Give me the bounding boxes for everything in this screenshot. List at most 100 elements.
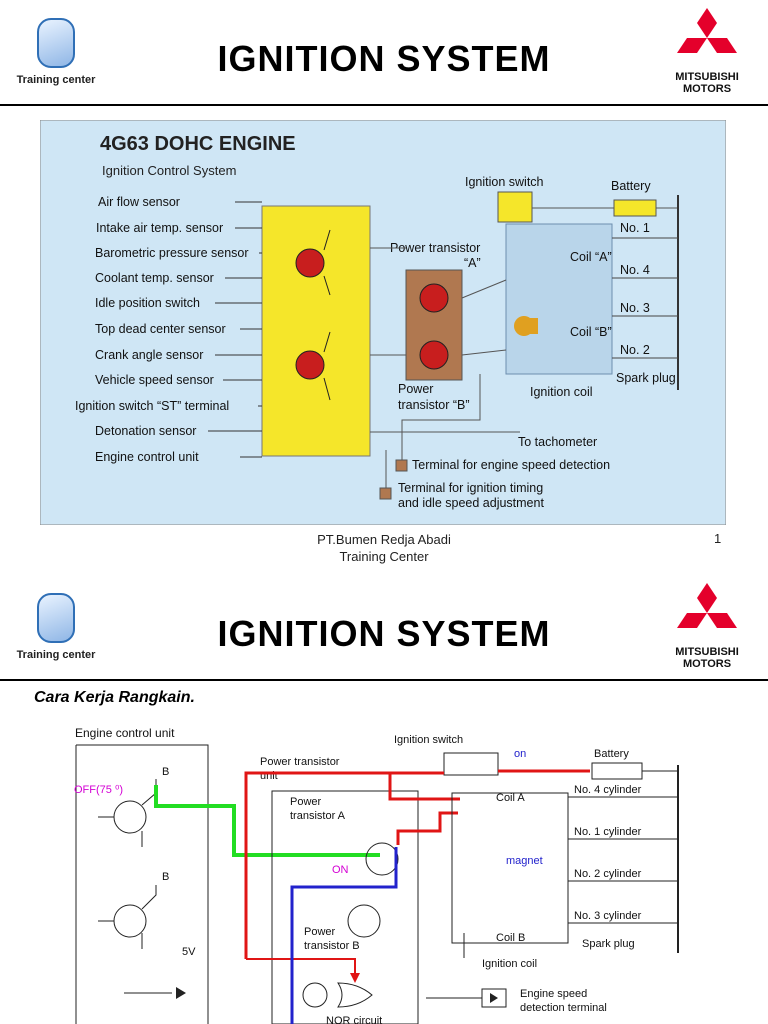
brand-line-2: MOTORS <box>682 83 732 95</box>
ecu-box <box>76 744 209 1024</box>
logo-caption: Training center <box>16 74 96 86</box>
spark-plug-label: Spark plug <box>616 371 676 385</box>
emblem-icon <box>37 18 75 68</box>
cylinder-label: No. 2 cylinder <box>574 868 642 880</box>
ignition-coil-label: Ignition coil <box>530 385 593 399</box>
input-label: Vehicle speed sensor <box>95 373 214 387</box>
b-label-1: B <box>162 766 169 778</box>
input-label: Idle position switch <box>95 296 200 310</box>
nor-gate-icon <box>337 982 373 1008</box>
footer-line-2: Training Center <box>339 549 429 564</box>
input-label: Coolant temp. sensor <box>95 271 214 285</box>
ignition-switch-box <box>497 191 533 223</box>
input-label: Crank angle sensor <box>95 348 203 362</box>
cylinder-label: No. 3 cylinder <box>574 910 642 922</box>
training-center-logo: Training center <box>14 593 98 661</box>
cylinder-lines <box>568 796 678 924</box>
brand-line-1: MITSUBISHI <box>675 646 739 658</box>
three-diamonds-icon <box>677 583 737 628</box>
cylinder-label: No. 1 <box>620 221 650 235</box>
v5-label: 5V <box>182 946 196 958</box>
circuit-operation-diagram: Engine control unit OFF(75 ⁰) B B 5V ON … <box>74 726 679 1024</box>
coil-b-label: Coil B <box>496 932 525 944</box>
pt-b-label-1: Power <box>398 382 433 396</box>
input-sensor-lines <box>208 201 262 458</box>
pt-a-label-2: “A” <box>464 256 481 270</box>
diagram-heading: 4G63 DOHC ENGINE <box>100 133 296 155</box>
slide-title: IGNITION SYSTEM <box>217 613 551 654</box>
on-label: ON <box>332 864 349 876</box>
magnet-label: magnet <box>506 855 543 867</box>
to-tachometer-label: To tachometer <box>518 435 597 449</box>
mitsubishi-logo: MITSUBISHI MOTORS <box>668 6 746 95</box>
ignition-coil-box <box>505 223 613 375</box>
brand-line-2: MOTORS <box>682 658 732 670</box>
battery-label: Battery <box>611 179 651 193</box>
cylinder-label: No. 3 <box>620 301 650 315</box>
coil-a-label: Coil A <box>496 792 525 804</box>
ignition-switch-label: Ignition switch <box>394 734 463 746</box>
ignition-control-diagram: 4G63 DOHC ENGINE Ignition Control System… <box>40 120 726 525</box>
pt-a-label-1: Power transistor <box>390 241 480 255</box>
ignition-switch-label: Ignition switch <box>465 175 544 189</box>
pt-b-label-2: transistor “B” <box>398 398 470 412</box>
diagram-subheading: Ignition Control System <box>102 163 236 178</box>
power-transistor-b <box>347 904 381 938</box>
input-labels: Air flow sensor Intake air temp. sensor … <box>75 195 249 464</box>
nor-label: NOR circuit <box>326 1015 382 1024</box>
timing-terminal-label-1: Terminal for ignition timing <box>398 481 543 495</box>
footer: PT.Bumen Redja Abadi Training Center <box>200 531 568 565</box>
pt-b-label-1: Power <box>304 926 336 938</box>
cylinder-lines <box>612 237 678 359</box>
power-transistor-b <box>419 340 449 370</box>
coil-a-label: Coil “A” <box>570 250 612 264</box>
slide-1: Training center IGNITION SYSTEM MITSUBIS… <box>0 6 768 565</box>
cylinder-label: No. 1 cylinder <box>574 826 642 838</box>
ignition-coil-label: Ignition coil <box>482 958 537 970</box>
battery-label: Battery <box>594 748 629 760</box>
b-label-2: B <box>162 871 169 883</box>
pt-unit-box <box>271 790 419 1024</box>
footer-line-1: PT.Bumen Redja Abadi <box>317 532 451 547</box>
input-label: Engine control unit <box>95 450 199 464</box>
active-signal-line <box>154 785 380 857</box>
emblem-icon <box>37 593 75 643</box>
input-label: Intake air temp. sensor <box>96 221 223 235</box>
cylinder-label: No. 4 <box>620 263 650 277</box>
timing-terminal-label-2: and idle speed adjustment <box>398 496 544 510</box>
pt-a-label-2: transistor A <box>290 810 346 822</box>
slide-2: Training center IGNITION SYSTEM MITSUBIS… <box>0 575 768 1024</box>
ecu-box <box>261 205 371 457</box>
header-rule <box>0 679 768 681</box>
training-center-logo: Training center <box>14 18 98 86</box>
logo-caption: Training center <box>16 649 96 661</box>
battery-box <box>613 199 657 217</box>
magnet-icon <box>514 316 538 336</box>
pt-b-label-2: transistor B <box>304 940 360 952</box>
ignition-coil-box <box>451 792 569 944</box>
input-label: Detonation sensor <box>95 424 196 438</box>
diagram-wiring <box>370 247 520 490</box>
mitsubishi-logo: MITSUBISHI MOTORS <box>668 581 746 670</box>
ignition-switch-box <box>443 752 499 776</box>
ecu-transistor-2 <box>295 350 325 380</box>
coil-b-label: Coil “B” <box>570 325 612 339</box>
spark-plug-label: Spark plug <box>582 938 635 950</box>
input-label: Ignition switch “ST” terminal <box>75 399 229 413</box>
ecu-label: Engine control unit <box>75 726 175 740</box>
ecu-transistor-1 <box>295 248 325 278</box>
slide-title: IGNITION SYSTEM <box>217 38 551 79</box>
blue-current-line <box>290 847 398 1024</box>
three-diamonds-icon <box>677 8 737 53</box>
power-transistor-a <box>419 283 449 313</box>
battery-box <box>591 762 643 780</box>
cylinder-label: No. 4 cylinder <box>574 784 642 796</box>
engine-speed-label-1: Engine speed <box>520 988 587 1000</box>
input-label: Top dead center sensor <box>95 322 226 336</box>
header-rule <box>0 104 768 106</box>
input-label: Air flow sensor <box>98 195 180 209</box>
ecu-transistor-1 <box>113 800 147 834</box>
engine-speed-label-2: detection terminal <box>520 1002 607 1014</box>
slide-subtitle: Cara Kerja Rangkain. <box>34 689 195 706</box>
off-label: OFF(75 ⁰) <box>74 784 123 796</box>
